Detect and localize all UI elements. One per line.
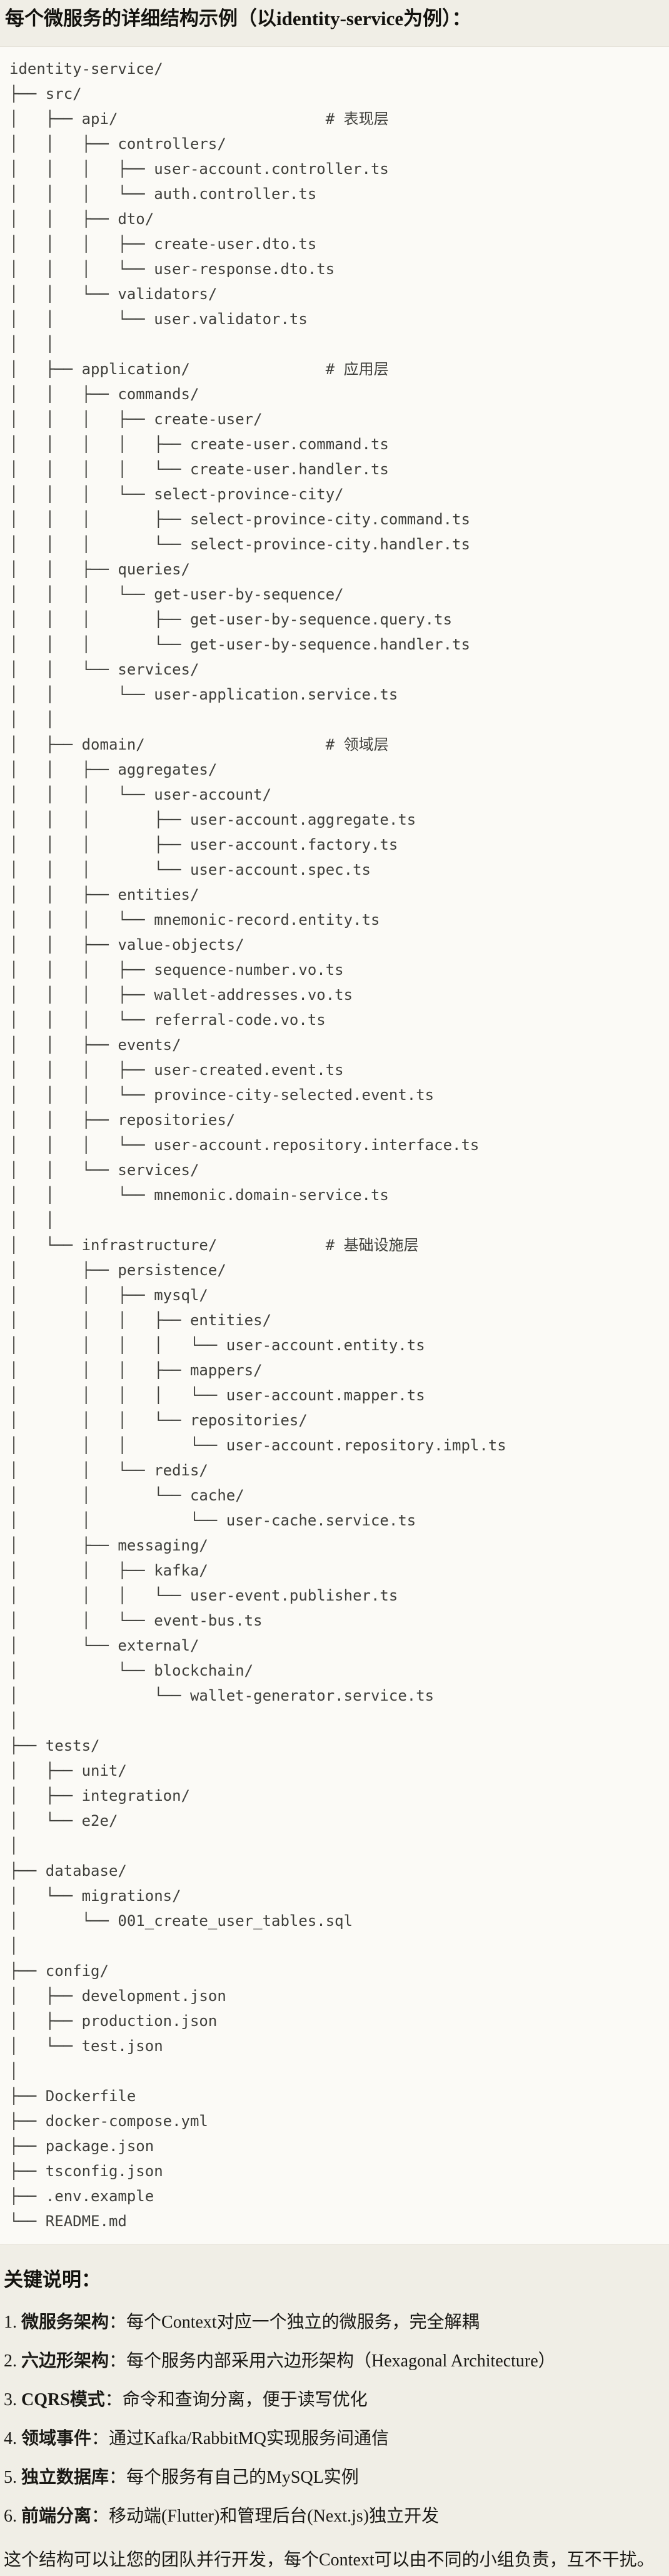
list-item-text: ：移动端(Flutter)和管理后台(Next.js)独立开发 <box>91 2507 440 2526</box>
list-item-term: 独立数据库 <box>21 2468 109 2487</box>
list-item-term: 微服务架构 <box>21 2313 109 2332</box>
list-item-term: 领域事件 <box>21 2429 92 2448</box>
list-item-number: 1. <box>4 2313 21 2332</box>
list-item-term: CQRS模式 <box>21 2390 105 2410</box>
notes-list: 1. 微服务架构：每个Context对应一个独立的微服务，完全解耦 2. 六边形… <box>4 2311 665 2528</box>
list-item-number: 6. <box>4 2507 21 2526</box>
list-item: 3. CQRS模式：命令和查询分离，便于读写优化 <box>4 2389 665 2411</box>
directory-tree: identity-service/ ├── src/ │ ├── api/ # … <box>9 60 506 2230</box>
list-item-number: 2. <box>4 2351 21 2371</box>
list-item: 2. 六边形架构：每个服务内部采用六边形架构（Hexagonal Archite… <box>4 2350 665 2373</box>
closing-paragraph: 这个结构可以让您的团队并行开发，每个Context可以由不同的小组负责，互不干扰… <box>4 2550 655 2570</box>
list-item: 4. 领域事件：通过Kafka/RabbitMQ实现服务间通信 <box>4 2428 665 2450</box>
list-item-text: ：通过Kafka/RabbitMQ实现服务间通信 <box>91 2429 389 2448</box>
list-item-text: ：命令和查询分离，便于读写优化 <box>104 2390 368 2410</box>
list-item: 1. 微服务架构：每个Context对应一个独立的微服务，完全解耦 <box>4 2311 665 2334</box>
list-item: 6. 前端分离：移动端(Flutter)和管理后台(Next.js)独立开发 <box>4 2505 665 2528</box>
list-item: 5. 独立数据库：每个服务有自己的MySQL实例 <box>4 2467 665 2489</box>
list-item-number: 5. <box>4 2468 21 2487</box>
list-item-text: ：每个服务有自己的MySQL实例 <box>109 2468 359 2487</box>
list-item-number: 3. <box>4 2390 21 2410</box>
notes-heading: 关键说明： <box>4 2269 101 2291</box>
list-item-number: 4. <box>4 2429 21 2448</box>
page-title: 每个微服务的详细结构示例（以identity-service为例）： <box>5 8 471 29</box>
list-item-text: ：每个服务内部采用六边形架构（Hexagonal Architecture） <box>109 2351 556 2371</box>
list-item-text: ：每个Context对应一个独立的微服务，完全解耦 <box>109 2313 480 2332</box>
list-item-term: 六边形架构 <box>21 2351 109 2371</box>
list-item-term: 前端分离 <box>21 2507 92 2526</box>
code-block: identity-service/ ├── src/ │ ├── api/ # … <box>0 46 669 2245</box>
